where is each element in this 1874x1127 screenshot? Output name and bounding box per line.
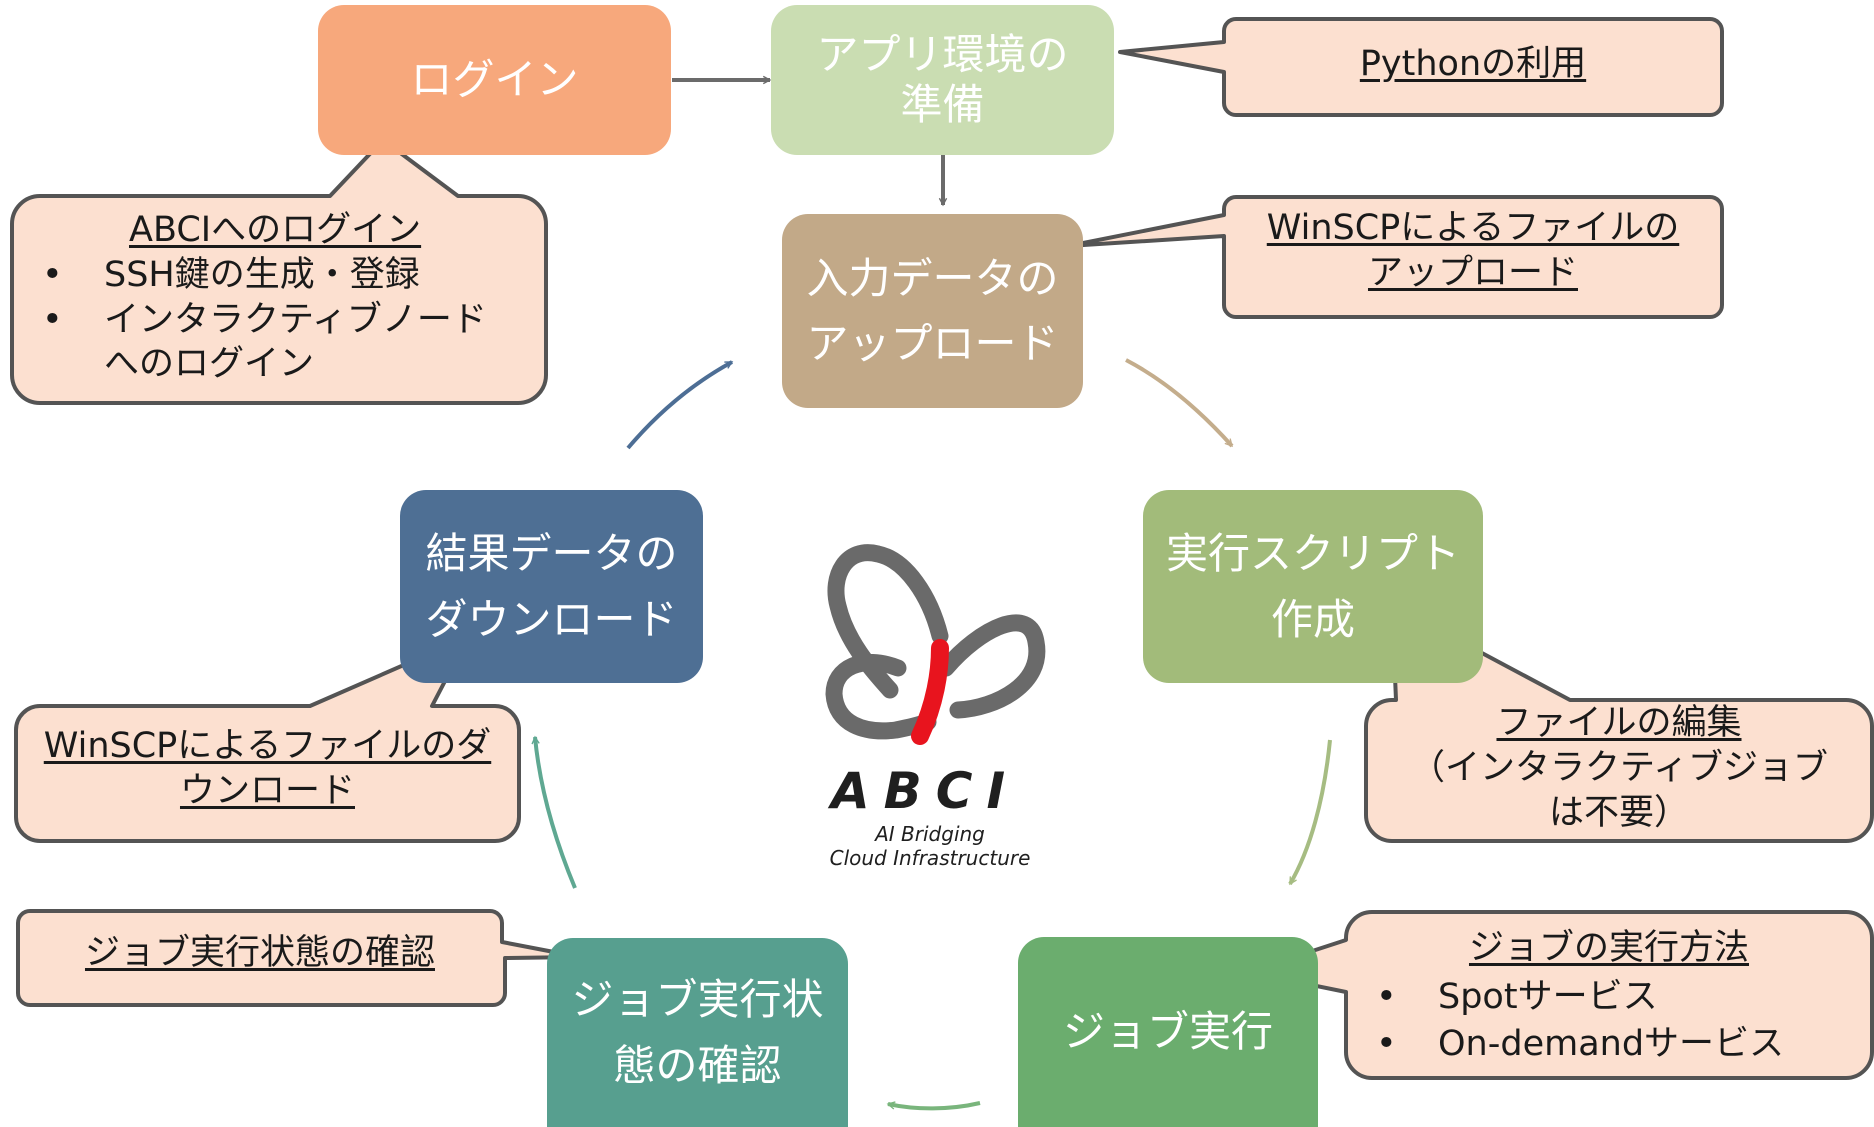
callout-bubble-env bbox=[1118, 17, 1724, 117]
callout-env: Pythonの利用 bbox=[1226, 42, 1720, 87]
step-download-results-line-2: ダウンロード bbox=[425, 594, 678, 644]
callout-script-body-line-2: は不要） bbox=[1548, 792, 1689, 833]
abci-logo-tagline-line-2: Cloud Infrastructure bbox=[829, 846, 1031, 871]
step-login: ログイン bbox=[318, 5, 671, 155]
callout-env-title: Pythonの利用 bbox=[1359, 44, 1587, 84]
callout-bubble-status bbox=[16, 909, 582, 1007]
callout-script: ファイルの編集 （インタラクティブジョブ は不要） bbox=[1368, 701, 1870, 835]
callout-login-title: ABCIへのログイン bbox=[129, 210, 422, 250]
callout-script-title: ファイルの編集 bbox=[1496, 703, 1742, 743]
step-download-results-line-1: 結果データの bbox=[425, 529, 678, 579]
callout-login: ABCIへのログイン SSH鍵の生成・登録 インタラクティブノード へのログイン bbox=[14, 208, 544, 387]
step-app-env: アプリ環境の 準備 bbox=[771, 5, 1114, 155]
callout-bubble-upload bbox=[1066, 195, 1724, 319]
list-item: On-demandサービス bbox=[1348, 1022, 1870, 1067]
step-app-env-line-1: アプリ環境の bbox=[816, 29, 1069, 79]
callout-login-list: SSH鍵の生成・登録 インタラクティブノード へのログイン bbox=[14, 253, 544, 387]
step-job-status-line-2: 態の確認 bbox=[613, 1040, 782, 1090]
arrow-run-to-status bbox=[886, 1101, 981, 1111]
callout-run-title: ジョブの実行方法 bbox=[1468, 928, 1749, 968]
callout-status-title: ジョブ実行状態の確認 bbox=[84, 933, 435, 973]
step-create-script: 実行スクリプト 作成 bbox=[1143, 490, 1483, 683]
abci-logo-wordmark: ABCI bbox=[830, 762, 1020, 820]
step-upload-line-2: アップロード bbox=[806, 319, 1059, 368]
arrow-status-to-download bbox=[531, 735, 577, 889]
callout-download: WinSCPによるファイルのダ ウンロード bbox=[18, 724, 517, 814]
callout-login-item-2-line-2: へのログイン bbox=[104, 344, 315, 385]
callout-run-item-1: Spotサービス bbox=[1438, 976, 1658, 1017]
step-upload: 入力データの アップロード bbox=[782, 214, 1083, 408]
callout-upload-title-line-2: アップロード bbox=[1367, 252, 1578, 293]
callout-upload-title-line-1: WinSCPによるファイルの bbox=[1266, 208, 1680, 248]
abci-logo-tagline: AI Bridging Cloud Infrastructure bbox=[770, 822, 1090, 871]
abci-logo-mark bbox=[825, 544, 1046, 745]
arrow-download-to-upload bbox=[626, 360, 734, 450]
step-create-script-line-2: 作成 bbox=[1270, 594, 1355, 644]
arrow-script-to-run bbox=[1288, 739, 1332, 886]
callout-download-title-line-1: WinSCPによるファイルのダ bbox=[43, 726, 492, 766]
step-app-env-line-2: 準備 bbox=[900, 80, 985, 129]
step-create-script-line-1: 実行スクリプト bbox=[1165, 529, 1460, 579]
step-login-line-1: ログイン bbox=[410, 55, 579, 105]
list-item: SSH鍵の生成・登録 bbox=[14, 253, 544, 298]
callout-run-list: Spotサービス On-demandサービス bbox=[1348, 975, 1870, 1067]
list-item: Spotサービス bbox=[1348, 975, 1870, 1020]
callout-run-item-2: On-demandサービス bbox=[1438, 1023, 1785, 1064]
callout-bubble-download bbox=[14, 635, 521, 843]
callout-login-item-1: SSH鍵の生成・登録 bbox=[104, 254, 420, 295]
step-download-results: 結果データの ダウンロード bbox=[400, 490, 703, 683]
callout-download-title-line-2: ウンロード bbox=[179, 770, 355, 811]
arrow-upload-to-script bbox=[1125, 358, 1234, 448]
callout-bubble-script bbox=[1364, 603, 1874, 843]
callout-status: ジョブ実行状態の確認 bbox=[20, 931, 500, 976]
callout-upload: WinSCPによるファイルの アップロード bbox=[1226, 206, 1720, 296]
step-run-job: ジョブ実行 bbox=[1018, 937, 1318, 1127]
step-job-status: ジョブ実行状 態の確認 bbox=[547, 938, 848, 1127]
step-run-job-line-1: ジョブ実行 bbox=[1062, 1007, 1273, 1057]
list-item: インタラクティブノード へのログイン bbox=[14, 298, 544, 388]
callout-login-item-2-line-1: インタラクティブノード bbox=[104, 299, 487, 340]
callout-run: ジョブの実行方法 Spotサービス On-demandサービス bbox=[1348, 926, 1870, 1066]
step-upload-line-1: 入力データの bbox=[806, 253, 1059, 303]
step-job-status-line-1: ジョブ実行状 bbox=[571, 975, 824, 1025]
abci-logo-tagline-line-1: AI Bridging bbox=[875, 822, 985, 846]
callout-script-body-line-1: （インタラクティブジョブ bbox=[1410, 747, 1828, 788]
